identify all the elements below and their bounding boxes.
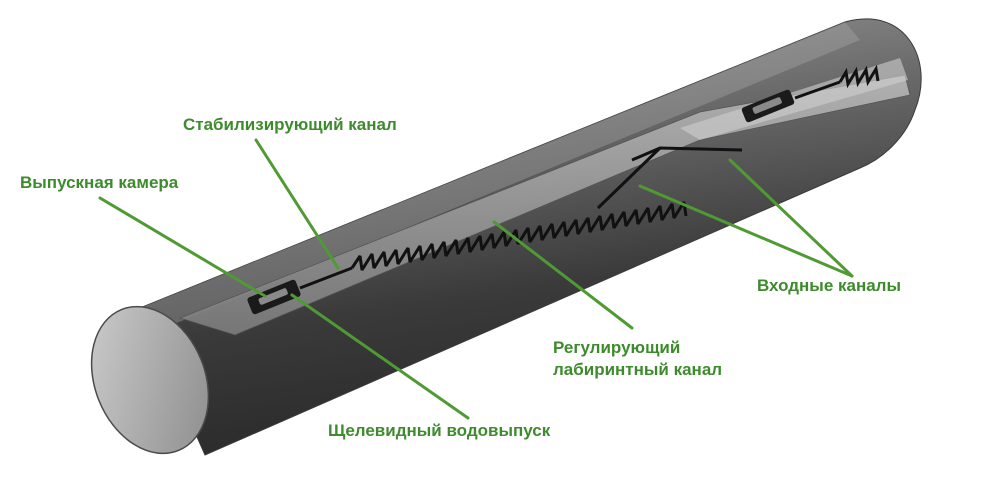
leader-stabilizing (254, 138, 340, 270)
stabilizing-channel (299, 266, 353, 290)
stabilizing-channel-far (794, 80, 841, 100)
leader-outlet-chamber (98, 196, 267, 298)
leader-labyrinth (492, 220, 634, 330)
label-labyrinth-line2: лабиринтный канал (553, 360, 723, 379)
label-inlet-channels: Входные каналы (757, 276, 902, 295)
label-slit-outlet: Щелевидный водовыпуск (328, 421, 551, 440)
leader-slit-outlet (290, 293, 470, 420)
leader-lines (98, 138, 854, 420)
leader-inlet-lower (638, 184, 854, 278)
label-labyrinth-channel: Регулирующий лабиринтный канал (553, 337, 722, 381)
labyrinth-channel-far (838, 64, 880, 89)
inlet-channel-lower (596, 146, 662, 210)
labyrinth-channel (350, 201, 688, 271)
outlet-slit (258, 288, 288, 305)
label-outlet-chamber: Выпускная камера (20, 173, 179, 192)
label-stabilizing-channel: Стабилизирующий канал (183, 115, 397, 134)
tube-end (90, 305, 210, 455)
tube-highlight (140, 22, 860, 330)
outlet-slit-far (752, 97, 782, 114)
leader-inlet-upper (728, 158, 854, 278)
label-labyrinth-line1: Регулирующий (553, 338, 681, 357)
